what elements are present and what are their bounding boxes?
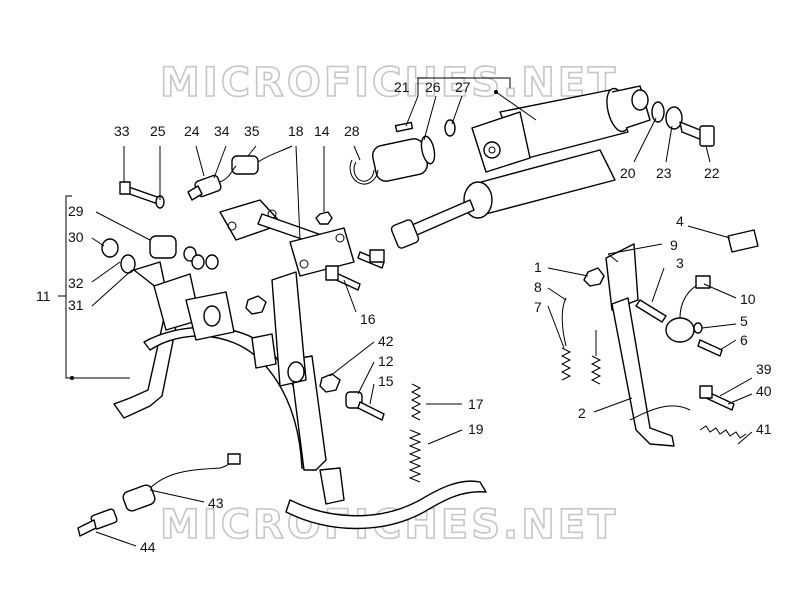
callout-35: 35 — [244, 123, 260, 139]
callout-18: 18 — [288, 123, 304, 139]
callout-11: 11 — [36, 288, 51, 304]
callout-6: 6 — [740, 332, 748, 348]
callout-19: 19 — [468, 421, 484, 437]
callout-24: 24 — [184, 123, 200, 139]
leader-lines — [58, 77, 753, 547]
callout-17: 17 — [468, 396, 484, 412]
callout-28: 28 — [344, 123, 360, 139]
callout-12: 12 — [378, 353, 394, 369]
callout-14: 14 — [314, 123, 330, 139]
callout-25: 25 — [150, 123, 166, 139]
callout-7: 7 — [534, 299, 542, 315]
callout-29: 29 — [68, 203, 84, 219]
callout-22: 22 — [704, 165, 720, 181]
cable-sensor — [77, 453, 241, 537]
watermark-top: MICROFICHES.NET — [160, 60, 618, 106]
callout-39: 39 — [756, 361, 772, 377]
callout-8: 8 — [534, 279, 542, 295]
callout-33: 33 — [114, 123, 130, 139]
callout-26: 26 — [425, 79, 441, 95]
callout-31: 31 — [68, 297, 84, 313]
callout-30: 30 — [68, 229, 84, 245]
callout-3: 3 — [676, 255, 684, 271]
callout-21: 21 — [394, 79, 410, 95]
callout-41: 41 — [756, 421, 772, 437]
callout-10: 10 — [740, 291, 756, 307]
center-stand — [113, 261, 487, 530]
callout-40: 40 — [756, 383, 772, 399]
callout-5: 5 — [740, 313, 748, 329]
callout-34: 34 — [214, 123, 230, 139]
callout-20: 20 — [620, 165, 636, 181]
callout-42: 42 — [378, 333, 394, 349]
callout-43: 43 — [208, 495, 224, 511]
callout-4: 4 — [676, 213, 684, 229]
side-stand — [560, 229, 759, 447]
callout-23: 23 — [656, 165, 672, 181]
callout-1: 1 — [534, 259, 542, 275]
callout-44: 44 — [140, 539, 156, 555]
callout-2: 2 — [578, 405, 586, 421]
actuator-assembly — [349, 85, 715, 249]
callout-32: 32 — [68, 275, 84, 291]
small-parts-upper — [101, 145, 385, 315]
callout-9: 9 — [670, 237, 678, 253]
callout-27: 27 — [455, 79, 471, 95]
callout-16: 16 — [360, 311, 376, 327]
callout-labels: 21 26 27 20 23 22 33 25 24 34 35 18 14 2… — [36, 79, 772, 555]
callout-15: 15 — [378, 373, 394, 389]
